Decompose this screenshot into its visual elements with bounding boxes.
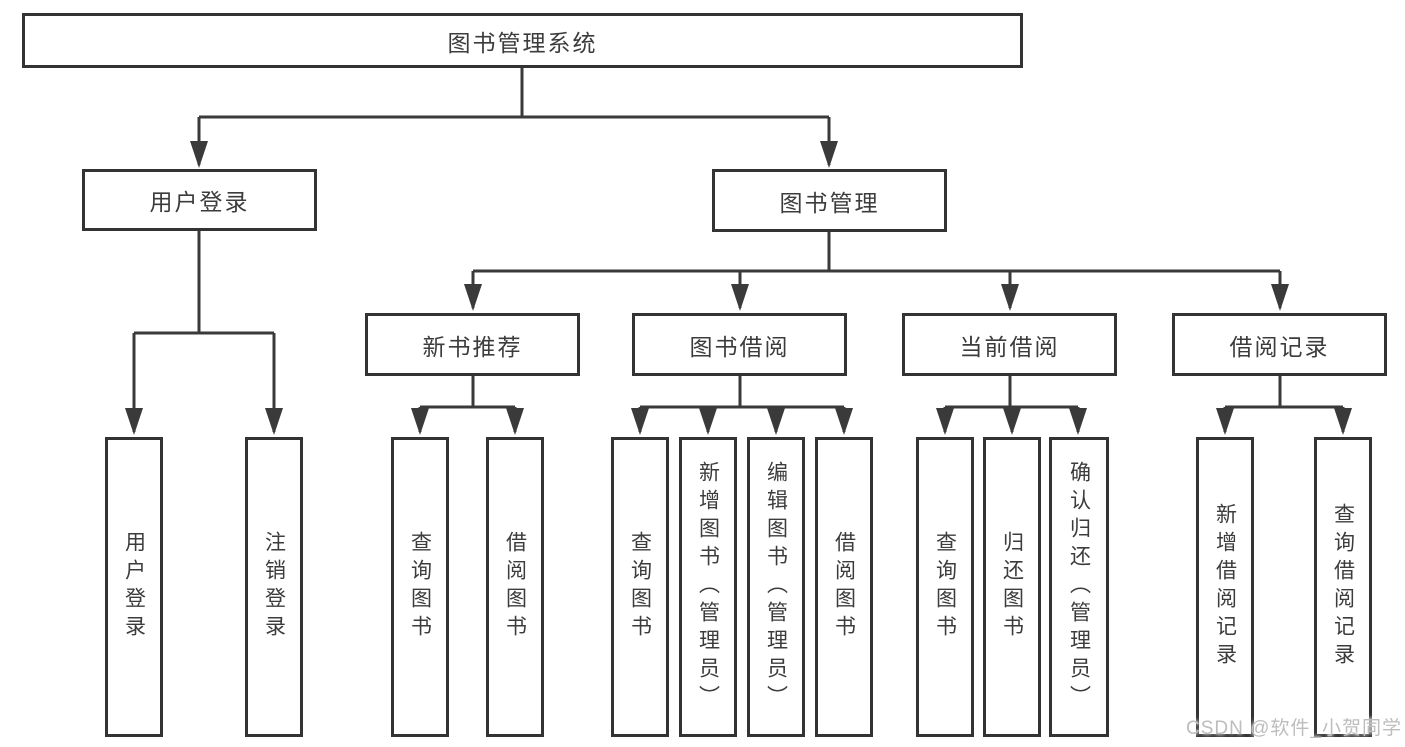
leaf-user-login: 用户登录 (105, 437, 163, 737)
tree-edge-lines (132, 68, 1345, 432)
leaf-borrow-books-recommend: 借阅图书 (486, 437, 544, 737)
node-label: 图书管理 (779, 189, 880, 216)
leaf-query-books-current: 查询图书 (916, 437, 974, 737)
leaf-query-books-recommend: 查询图书 (391, 437, 449, 737)
leaf-label: 借阅图书 (503, 531, 527, 643)
node-book-management: 图书管理 (712, 169, 947, 232)
leaf-label: 归还图书 (1000, 531, 1024, 643)
leaf-query-borrow-record: 查询借阅记录 (1314, 437, 1372, 737)
node-label: 用户登录 (149, 189, 250, 215)
leaf-add-books-admin: 新增图书（管理员） (679, 437, 737, 737)
leaf-label: 用户登录 (122, 531, 146, 643)
node-library-management-system: 图书管理系统 (22, 13, 1023, 68)
leaf-label: 注销登录 (262, 531, 286, 643)
leaf-add-borrow-record: 新增借阅记录 (1196, 437, 1254, 737)
leaf-label: 查询图书 (933, 531, 957, 643)
csdn-watermark: CSDN @软件_小贺同学 (1186, 718, 1402, 739)
node-label: 当前借阅 (959, 333, 1060, 360)
node-book-borrowing: 图书借阅 (632, 313, 847, 376)
arrowhead-icons (125, 141, 1352, 435)
leaf-logout: 注销登录 (245, 437, 303, 737)
leaf-borrow-books-borrowing: 借阅图书 (815, 437, 873, 737)
leaf-label: 查询图书 (628, 531, 652, 643)
node-label: 图书管理系统 (447, 29, 598, 56)
node-new-book-recommendation: 新书推荐 (365, 313, 580, 376)
leaf-label: 借阅图书 (832, 531, 856, 643)
leaf-confirm-return-admin: 确认归还（管理员） (1049, 437, 1109, 737)
leaf-query-books-borrowing: 查询图书 (611, 437, 669, 737)
leaf-label: 确认归还（管理员） (1067, 461, 1091, 713)
node-label: 借阅记录 (1229, 333, 1330, 360)
leaf-label: 查询借阅记录 (1331, 503, 1355, 671)
leaf-edit-books-admin: 编辑图书（管理员） (747, 437, 805, 737)
leaf-label: 新增借阅记录 (1213, 503, 1237, 671)
leaf-label: 查询图书 (408, 531, 432, 643)
node-current-borrowing: 当前借阅 (902, 313, 1117, 376)
node-user-login: 用户登录 (82, 169, 317, 231)
node-label: 图书借阅 (689, 333, 790, 360)
node-borrowing-records: 借阅记录 (1172, 313, 1387, 376)
leaf-label: 编辑图书（管理员） (764, 461, 788, 713)
leaf-return-books: 归还图书 (983, 437, 1041, 737)
node-label: 新书推荐 (422, 333, 523, 360)
leaf-label: 新增图书（管理员） (696, 461, 720, 713)
